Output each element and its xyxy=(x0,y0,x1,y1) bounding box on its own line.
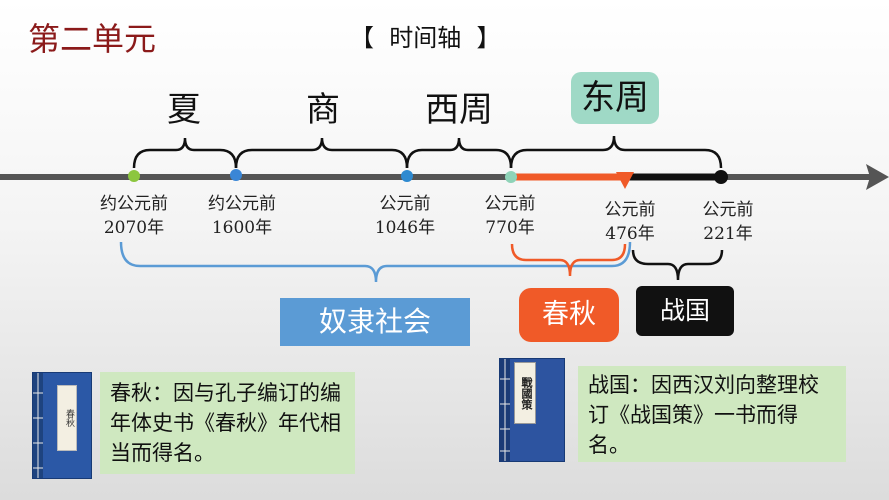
marker-1600bc xyxy=(230,169,242,181)
timeline-heading: 【 时间轴 】 xyxy=(350,24,501,52)
date-label-476bc: 公元前 476年 xyxy=(590,198,670,246)
book-binding-icon xyxy=(33,373,43,478)
date-label-770bc: 公元前 770年 xyxy=(470,192,550,240)
marker-221bc xyxy=(714,170,728,184)
brace-xizhou xyxy=(405,137,513,169)
marker-2070bc xyxy=(128,170,140,182)
date-prefix: 公元前 xyxy=(484,194,536,214)
brace-dongzhou xyxy=(509,135,723,169)
unit-title: 第二单元 xyxy=(28,20,157,58)
chunqiu-box: 春秋 xyxy=(519,288,619,342)
chunqiu-note: 春秋：因与孔子编订的编年体史书《春秋》年代相当而得名。 xyxy=(100,372,355,474)
date-prefix: 约公元前 xyxy=(208,194,276,214)
zhanguo-note: 战国：因西汉刘向整理校订《战国策》一书而得名。 xyxy=(578,366,846,462)
zhanguo-box: 战国 xyxy=(636,286,734,336)
date-year: 2070年 xyxy=(103,218,165,238)
dynasty-dongzhou: 东周 xyxy=(571,72,659,124)
date-prefix: 公元前 xyxy=(604,200,656,220)
date-year: 221年 xyxy=(703,224,753,244)
slave-society-box: 奴隶社会 xyxy=(280,298,470,346)
date-label-2070bc: 约公元前 2070年 xyxy=(82,192,186,240)
book-binding-icon xyxy=(500,359,510,461)
date-year: 770年 xyxy=(485,218,535,238)
zhanguo-book-image: 戰國策 xyxy=(499,358,565,462)
date-year: 476年 xyxy=(605,224,655,244)
brace-xia xyxy=(132,137,238,169)
date-prefix: 公元前 xyxy=(702,200,754,220)
brace-shang xyxy=(234,137,409,169)
dynasty-xia: 夏 xyxy=(167,90,201,130)
brace-slave-society xyxy=(119,241,632,283)
book-cover-label: 春秋 xyxy=(57,385,77,451)
date-year: 1046年 xyxy=(374,218,436,238)
date-prefix: 公元前 xyxy=(379,194,431,214)
date-prefix: 约公元前 xyxy=(100,194,168,214)
dynasty-shang: 商 xyxy=(306,90,340,130)
marker-770bc xyxy=(505,171,517,183)
dynasty-xizhou: 西周 xyxy=(425,90,493,130)
brace-chunqiu xyxy=(510,243,627,277)
date-label-1600bc: 约公元前 1600年 xyxy=(190,192,294,240)
date-label-221bc: 公元前 221年 xyxy=(688,198,768,246)
date-year: 1600年 xyxy=(211,218,273,238)
marker-1046bc xyxy=(401,170,413,182)
brace-zhanguo xyxy=(631,249,724,281)
marker-476bc xyxy=(616,172,634,189)
chunqiu-book-image: 春秋 xyxy=(32,372,92,479)
date-label-1046bc: 公元前 1046年 xyxy=(360,192,450,240)
axis-arrow-icon xyxy=(866,164,889,190)
book-cover-label: 戰國策 xyxy=(514,362,536,424)
